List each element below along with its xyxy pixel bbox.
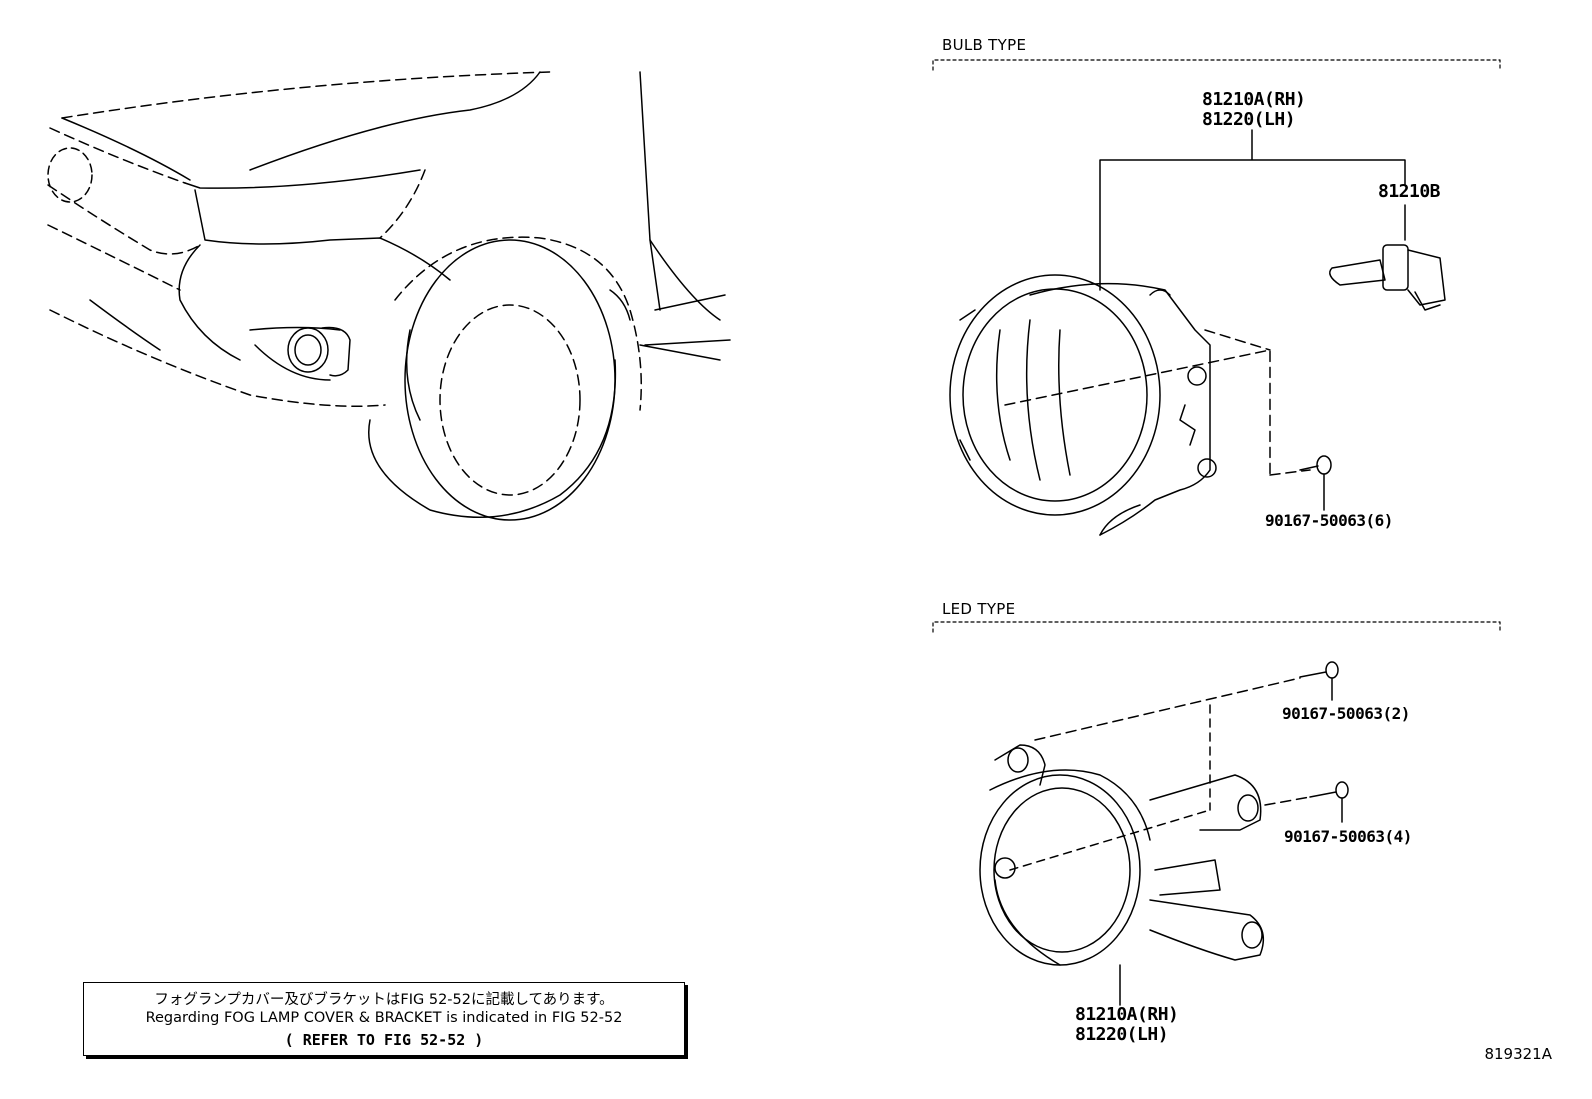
- led-type-label: LED TYPE: [942, 600, 1016, 618]
- callout-led-lamp-lh[interactable]: 81220(LH): [1075, 1024, 1169, 1045]
- led-screw-lower: [1309, 781, 1349, 823]
- note-refer-link[interactable]: ( REFER TO FIG 52-52 ): [284, 1031, 484, 1049]
- figure-id: 819321A: [1484, 1045, 1552, 1063]
- callout-led-screw-upper[interactable]: 90167-50063(2): [1282, 704, 1410, 723]
- led-fog-lamp: [979, 744, 1265, 966]
- callout-bulb-lamp-lh[interactable]: 81220(LH): [1202, 109, 1296, 130]
- bulb-type-section: [932, 59, 1501, 536]
- led-screw-upper: [1299, 661, 1339, 701]
- callout-bulb-lamp-rh[interactable]: 81210A(RH): [1202, 89, 1306, 110]
- bulb-type-label: BULB TYPE: [942, 36, 1027, 54]
- vehicle-front-corner: [47, 71, 731, 521]
- callout-bulb[interactable]: 81210B: [1378, 181, 1441, 202]
- note-japanese: フォグランプカバー及びブラケットはFIG 52-52に記載してあります。: [154, 992, 614, 1008]
- led-type-section: [932, 621, 1501, 1006]
- callout-bulb-screw[interactable]: 90167-50063(6): [1265, 511, 1393, 530]
- bulb-fog-lamp: [949, 274, 1217, 536]
- reference-note: フォグランプカバー及びブラケットはFIG 52-52に記載してあります。 Reg…: [83, 982, 685, 1056]
- callout-led-lamp-rh[interactable]: 81210A(RH): [1075, 1004, 1179, 1025]
- bulb: [1329, 244, 1446, 311]
- note-english: Regarding FOG LAMP COVER & BRACKET is in…: [145, 1010, 623, 1026]
- bulb-screw: [1299, 455, 1332, 511]
- callout-led-screw-lower[interactable]: 90167-50063(4): [1284, 827, 1412, 846]
